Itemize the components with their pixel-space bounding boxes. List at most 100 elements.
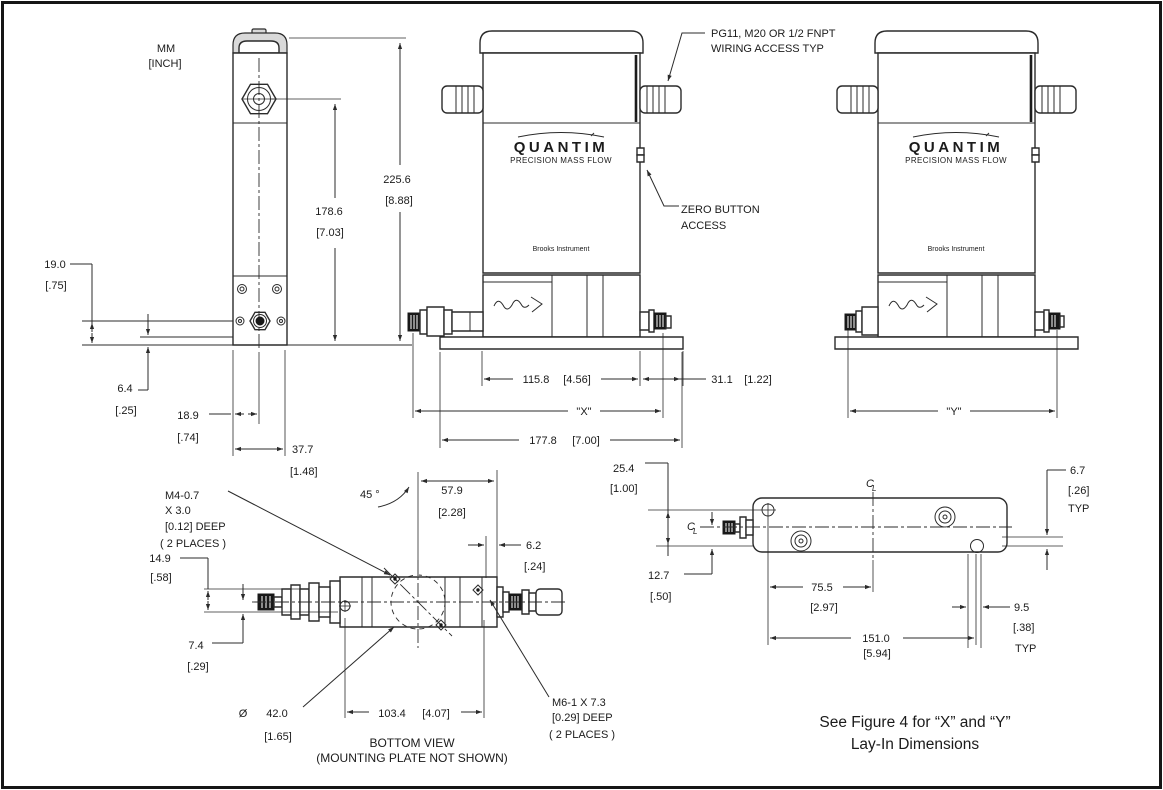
- dim-579-in: [2.28]: [438, 507, 466, 519]
- front-view-device: QUANTIM PRECISION MASS FLOW Brooks Instr…: [440, 31, 683, 349]
- m4-line3: [0.12] DEEP: [165, 521, 226, 533]
- dim-12-7: 12.7 [.50]: [648, 512, 715, 603]
- cl-l-left: L: [693, 527, 697, 536]
- dim-6-2: 6.2 [.24]: [468, 536, 545, 578]
- dim-178-mm: 178.6: [315, 206, 343, 218]
- dim-115-8: 115.8 [4.56]: [482, 351, 683, 386]
- dim-189-in: [.74]: [177, 432, 198, 444]
- wiring-callout-line1: PG11, M20 OR 1/2 FNPT: [711, 28, 836, 40]
- dim-377-mm: 37.7: [292, 444, 313, 456]
- dim-95-in: [.38]: [1013, 622, 1034, 634]
- dim-42-dia: Ø 42.0 [1.65]: [239, 627, 394, 743]
- callout-m4: M4-0.7 X 3.0 [0.12] DEEP ( 2 PLACES ): [160, 490, 390, 575]
- dim-1034-in: [4.07]: [422, 708, 450, 720]
- dim-7-4: 7.4 [.29]: [187, 584, 246, 673]
- dim-6-4: 6.4 [.25]: [115, 314, 151, 417]
- bottom-view-title: BOTTOM VIEW: [369, 736, 455, 750]
- dim-311-mm: 31.1: [711, 374, 732, 386]
- zero-button-tab2: [637, 155, 644, 162]
- flow-base-block: [483, 275, 640, 337]
- fitting-right-y: [1035, 310, 1064, 332]
- dim-579-mm: 57.9: [441, 485, 462, 497]
- dim-67-mm: 6.7: [1070, 465, 1085, 477]
- centerline-symbol-left: C L: [687, 521, 697, 536]
- dim-95-typ: TYP: [1015, 643, 1036, 655]
- brand-tagline: PRECISION MASS FLOW: [510, 156, 612, 165]
- zero-button-tab: [637, 148, 644, 155]
- fitting-right-x: [640, 310, 671, 332]
- body: [233, 53, 287, 345]
- base-ports: [236, 285, 285, 330]
- dim-149-in: [.58]: [150, 572, 171, 584]
- dim-42-mm: 42.0: [266, 708, 287, 720]
- cl-l-top: L: [872, 484, 876, 493]
- cl-c-top: C: [866, 478, 874, 490]
- m4-line1: M4-0.7: [165, 490, 199, 502]
- dim-19-0: 19.0 [.75]: [44, 259, 95, 343]
- dim-178-6: 178.6 [7.03]: [271, 99, 344, 341]
- dim-25-4: 25.4 [1.00]: [610, 463, 671, 556]
- dim-151-0: 151.0 [5.94]: [770, 554, 976, 660]
- front-view-dimensions: 115.8 [4.56] 31.1 [1.22] "X" 177.8: [413, 333, 772, 448]
- dim-y-label: "Y": [946, 406, 961, 418]
- dim-74-mm: 7.4: [188, 640, 203, 652]
- note-line2: Lay-In Dimensions: [851, 736, 980, 753]
- dim-755-mm: 75.5: [811, 582, 832, 594]
- dim-64-in: [.25]: [115, 405, 136, 417]
- cl-c-left: C: [687, 521, 695, 533]
- side-view: [82, 29, 412, 350]
- dim-x-label: "X": [576, 406, 591, 418]
- dim-377-in: [1.48]: [290, 466, 318, 478]
- bottom-fitting-right: [497, 587, 562, 617]
- m4-line2: X 3.0: [165, 505, 191, 517]
- dim-x: "X": [413, 333, 663, 418]
- dim-178-in: [7.03]: [316, 227, 344, 239]
- wiring-callout-line2: WIRING ACCESS TYP: [711, 43, 824, 55]
- brand-logo: QUANTIM PRECISION MASS FLOW: [510, 133, 612, 165]
- m4-line4: ( 2 PLACES ): [160, 538, 226, 550]
- pilot-hole: [339, 600, 351, 612]
- device-cap: [480, 31, 643, 53]
- plate-view-dimensions: 25.4 [1.00] 12.7 [.50] 75.5 [2.97]: [610, 463, 1089, 660]
- zero-callout-line1: ZERO BUTTON: [681, 204, 760, 216]
- dim-62-mm: 6.2: [526, 540, 541, 552]
- device-body: [483, 53, 640, 273]
- dim-1778-mm: 177.8: [529, 435, 557, 447]
- note-line1: See Figure 4 for “X” and “Y”: [819, 714, 1010, 731]
- dim-62-in: [.24]: [524, 561, 545, 573]
- bottom-view-subtitle: (MOUNTING PLATE NOT SHOWN): [316, 751, 508, 765]
- fitting-left-x: [408, 307, 483, 336]
- plate-hole-topleft: [760, 503, 776, 517]
- plate-fitting: [723, 517, 753, 538]
- plate-hole-bottomright: [971, 540, 984, 553]
- dim-37-7: 37.7 [1.48]: [235, 350, 318, 478]
- counterbore-hole-left: [791, 531, 811, 551]
- dia-symbol: Ø: [239, 708, 248, 720]
- units-mm: MM: [157, 43, 175, 55]
- m6-hole-marker: [473, 585, 483, 595]
- dim-75-5: 75.5 [2.97]: [768, 517, 871, 645]
- dim-127-mm: 12.7: [648, 570, 669, 582]
- dim-1158-mm: 115.8: [523, 374, 550, 386]
- callout-zero-button: ZERO BUTTON ACCESS: [647, 170, 760, 232]
- plate-view: C L C L: [648, 478, 1063, 592]
- conduit-hub-right: [640, 86, 681, 113]
- dim-189-mm: 18.9: [177, 410, 198, 422]
- fitting-left-y: [845, 307, 878, 335]
- logo-swoosh: [518, 133, 604, 138]
- dim-225-6: 225.6 [8.88]: [289, 38, 413, 341]
- dim-74-in: [.29]: [187, 661, 208, 673]
- m6-line3: ( 2 PLACES ): [549, 729, 615, 741]
- dim-254-mm: 25.4: [613, 463, 634, 475]
- logo-flag: [591, 133, 594, 136]
- flow-arrow-icon: [494, 297, 542, 312]
- angle-45: 45 °: [360, 489, 380, 501]
- dim-225-mm: 225.6: [383, 174, 411, 186]
- m6-line1: M6-1 X 7.3: [552, 697, 606, 709]
- figure-note: See Figure 4 for “X” and “Y” Lay-In Dime…: [819, 714, 1010, 753]
- side-view-dimensions: 178.6 [7.03] 225.6 [8.88] 19.0 [.75]: [44, 38, 413, 478]
- dim-254-in: [1.00]: [610, 483, 638, 495]
- bottom-view-dimensions: M4-0.7 X 3.0 [0.12] DEEP ( 2 PLACES ) 45…: [149, 470, 615, 765]
- callout-wiring: PG11, M20 OR 1/2 FNPT WIRING ACCESS TYP: [668, 28, 836, 81]
